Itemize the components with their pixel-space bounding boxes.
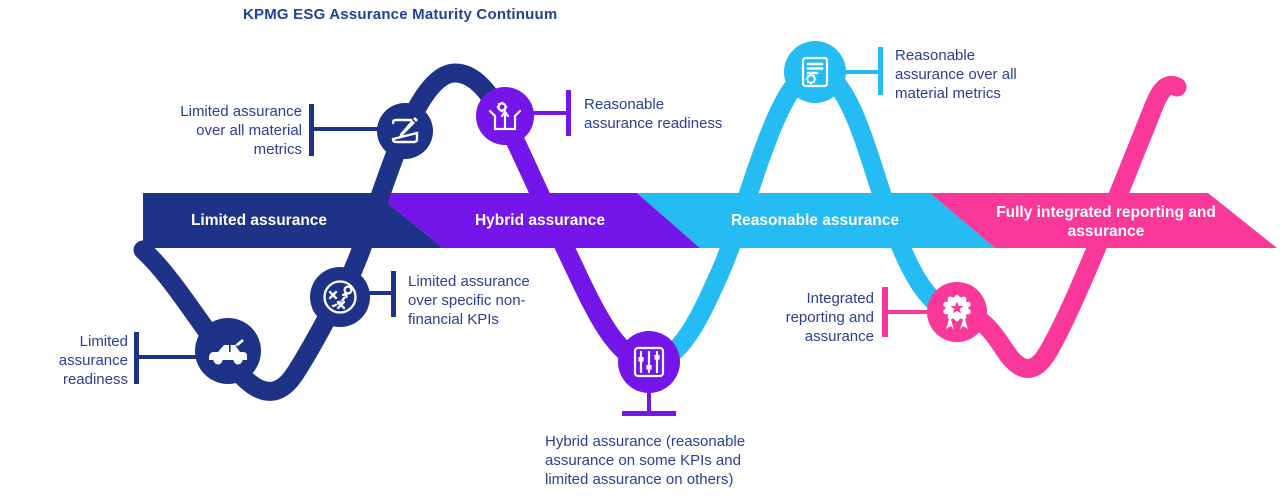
band-label-fully-integrated: Fully integrated reporting and assurance	[996, 204, 1216, 240]
label-reasonable-assurance-readiness: Reasonable assurance readiness	[584, 96, 723, 132]
label-reasonable-assurance-all-metrics: Reasonable assurance over all material m…	[895, 47, 1017, 102]
connector-specific-kpis	[366, 271, 396, 317]
wave-segment-fully-integrated	[947, 76, 1187, 378]
connector-all-material-metrics	[309, 104, 383, 156]
band-label-limited: Limited assurance	[190, 212, 328, 229]
strategy-icon	[323, 280, 357, 314]
page-title: KPMG ESG Assurance Maturity Continuum	[243, 6, 558, 23]
connector-reasonable-all-metrics	[843, 47, 883, 95]
connector-limited-readiness	[134, 332, 202, 384]
label-limited-assurance-readiness: Limited assurance readiness	[58, 333, 128, 388]
open-box-icon	[488, 101, 522, 131]
certificate-icon	[801, 56, 829, 88]
sliders-icon	[633, 346, 665, 378]
edit-icon	[391, 117, 419, 144]
label-hybrid-assurance: Hybrid assurance (reasonable assurance o…	[545, 433, 746, 488]
milestone-circle-specific-kpis	[310, 267, 370, 327]
connector-reasonable-readiness	[530, 90, 571, 136]
label-limited-assurance-specific-kpis: Limited assurance over specific non- fin…	[408, 273, 530, 328]
connector-integrated-reporting	[882, 287, 930, 337]
band-segment-hybrid	[375, 193, 700, 248]
label-integrated-reporting-assurance: Integrated reporting and assurance	[785, 290, 874, 345]
band-label-hybrid: Hybrid assurance	[474, 212, 606, 229]
band-label-reasonable: Reasonable assurance	[730, 212, 899, 229]
label-limited-assurance-all-metrics: Limited assurance over all material metr…	[180, 103, 302, 158]
wave-segment-hybrid	[493, 106, 659, 372]
award-icon	[943, 294, 971, 330]
car-icon	[209, 339, 247, 365]
connector-hybrid-assurance	[622, 390, 676, 416]
